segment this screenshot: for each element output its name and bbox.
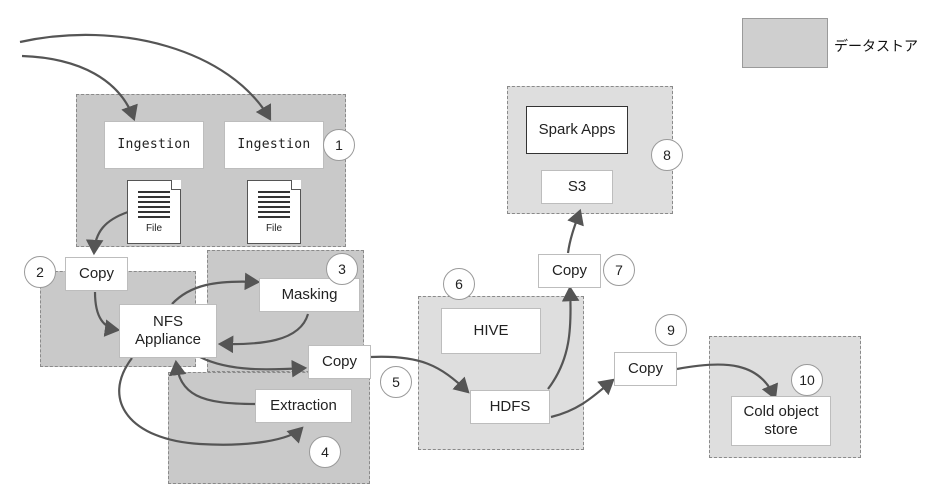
spark-apps-box: Spark Apps: [526, 106, 628, 154]
copy-box-2: Copy: [65, 257, 128, 291]
ingestion-box-2: Ingestion: [224, 121, 324, 169]
nfs-appliance-box: NFS Appliance: [119, 304, 217, 358]
legend-label: データストア: [834, 38, 918, 54]
step-circle-10: 10: [791, 364, 823, 396]
nfs-appliance-line1: NFS: [153, 313, 183, 330]
file-fold-icon: [171, 180, 181, 190]
step-circle-7: 7: [603, 254, 635, 286]
extraction-box: Extraction: [255, 389, 352, 423]
step-circle-6: 6: [443, 268, 475, 300]
step-circle-1: 1: [323, 129, 355, 161]
arrow-copy-7-to-s3: [566, 208, 584, 254]
copy-box-7: Copy: [538, 254, 601, 288]
legend-swatch: [742, 18, 828, 68]
nfs-appliance-line2: Appliance: [135, 331, 201, 348]
ingestion-box-1: Ingestion: [104, 121, 204, 169]
cold-store-line2: store: [764, 421, 798, 438]
arrow-hdfs-to-copy-7: [547, 285, 580, 390]
arrow-nfs-to-masking: [171, 272, 261, 305]
file-label-1: File: [145, 223, 163, 234]
arrow-copy-9-to-cold-store: [676, 363, 779, 401]
cold-store-line1: Cold object: [743, 403, 819, 420]
arrow-masking-to-nfs: [217, 313, 310, 354]
arrow-copy-to-hdfs: [370, 355, 470, 394]
file-document-1: File: [127, 180, 181, 244]
step-circle-5: 5: [380, 366, 412, 398]
arrow-file-to-copy: [85, 210, 129, 256]
hive-box: HIVE: [441, 308, 541, 354]
step-circle-2: 2: [24, 256, 56, 288]
arrow-source-to-ingestion-2: [19, 33, 272, 121]
file-document-2: File: [247, 180, 301, 244]
arrow-hdfs-to-copy-9: [550, 378, 615, 419]
s3-box: S3: [541, 170, 613, 204]
cold-object-store-box: Cold object store: [731, 396, 831, 446]
step-circle-9: 9: [655, 314, 687, 346]
arrow-nfs-to-extraction: [118, 357, 304, 446]
ingestion-store: [76, 94, 346, 247]
hdfs-box: HDFS: [470, 390, 550, 424]
file-fold-icon: [291, 180, 301, 190]
step-circle-4: 4: [309, 436, 341, 468]
arrow-source-to-ingestion-1: [21, 54, 138, 122]
copy-box-5: Copy: [308, 345, 371, 379]
file-lines-icon: [258, 191, 290, 221]
arrow-copy-to-nfs: [93, 291, 121, 337]
step-circle-3: 3: [326, 253, 358, 285]
arrow-nfs-to-copy: [199, 356, 308, 378]
step-circle-8: 8: [651, 139, 683, 171]
file-lines-icon: [138, 191, 170, 221]
file-label-2: File: [265, 223, 283, 234]
copy-box-9: Copy: [614, 352, 677, 386]
arrow-extraction-to-nfs: [168, 359, 256, 406]
